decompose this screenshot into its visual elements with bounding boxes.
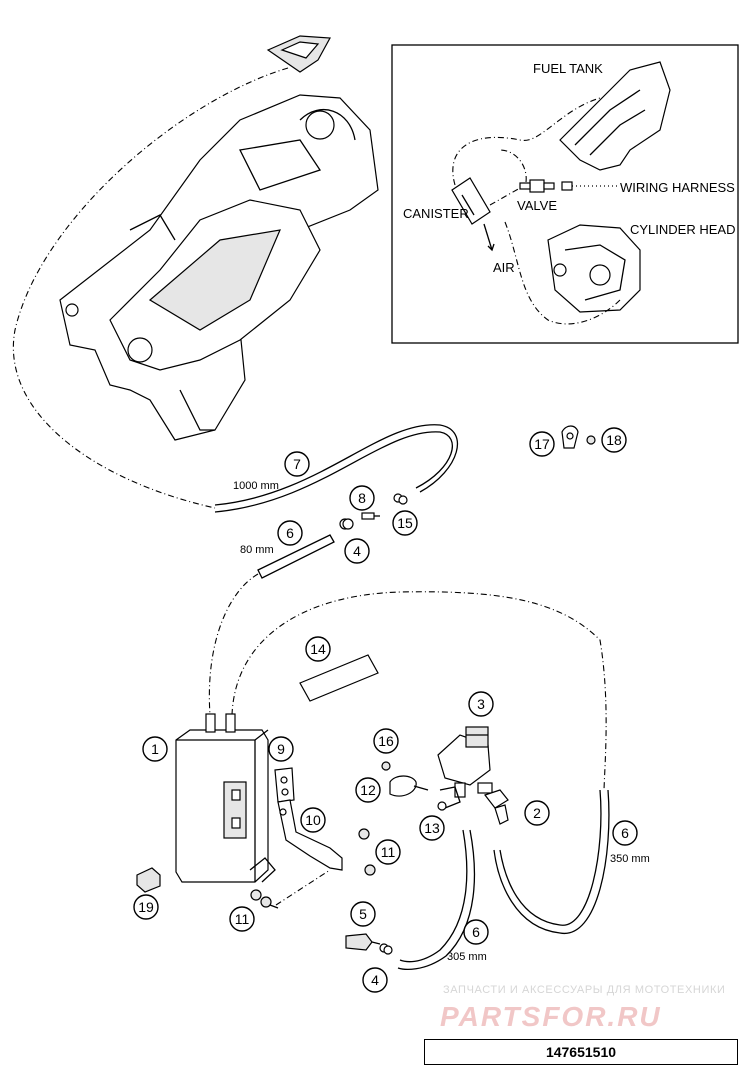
dim-305mm: 305 mm: [447, 951, 487, 963]
svg-text:4: 4: [371, 972, 379, 988]
hose-1000mm: [214, 424, 458, 506]
svg-text:14: 14: [310, 641, 326, 657]
callout-16: 16: [373, 728, 399, 754]
svg-text:4: 4: [353, 543, 361, 559]
svg-text:11: 11: [235, 911, 250, 927]
callout-12: 12: [355, 777, 381, 803]
inset-cylinder-head-icon: [547, 224, 641, 313]
svg-text:13: 13: [424, 820, 440, 836]
svg-text:18: 18: [606, 432, 622, 448]
inset-canister-icon: [451, 177, 491, 225]
svg-text:6: 6: [286, 525, 294, 541]
callout-18: 18: [601, 427, 627, 453]
svg-text:6: 6: [621, 825, 629, 841]
callout-6a: 6: [277, 520, 303, 546]
bracket-9-icon: [274, 767, 295, 803]
clip-17-icon: [561, 425, 579, 449]
svg-text:7: 7: [293, 456, 301, 472]
callout-11b: 11: [375, 839, 401, 865]
nut-18-icon: [586, 435, 596, 445]
hose-80mm: [257, 534, 335, 579]
inset-valve-icon: [519, 179, 573, 193]
callout-19: 19: [133, 894, 159, 920]
svg-text:11: 11: [381, 844, 396, 860]
clamp-12-icon: [389, 775, 429, 797]
bracket-10-icon: [277, 799, 343, 871]
callout-6b: 6: [463, 919, 489, 945]
svg-text:3: 3: [477, 696, 485, 712]
svg-text:17: 17: [534, 436, 550, 452]
callout-5: 5: [350, 901, 376, 927]
callout-6c: 6: [612, 820, 638, 846]
callout-14: 14: [305, 636, 331, 662]
screw-11-left-icon: [250, 889, 279, 909]
watermark-brand: PARTSFOR.RU: [440, 1001, 662, 1032]
svg-text:2: 2: [533, 805, 541, 821]
svg-text:15: 15: [397, 515, 413, 531]
callout-8: 8: [349, 485, 375, 511]
hose-305mm: [399, 829, 468, 963]
fitting-5-icon: [345, 933, 381, 951]
inset-fuel-tank-label: FUEL TANK: [533, 61, 603, 76]
dim-1000mm: 1000 mm: [233, 480, 279, 492]
bolt-16-icon: [381, 761, 391, 771]
sticker-14-icon: [299, 654, 379, 702]
watermark-tagline: ЗАПЧАСТИ И АКСЕССУАРЫ ДЛЯ МОТОТЕХНИКИ: [443, 984, 725, 996]
inset-wiring-harness-label: WIRING HARNESS: [620, 180, 735, 195]
svg-text:5: 5: [359, 906, 367, 922]
inset-air-label: AIR: [493, 260, 515, 275]
callout-3: 3: [468, 691, 494, 717]
callout-17: 17: [529, 431, 555, 457]
svg-text:9: 9: [277, 741, 285, 757]
dim-350mm: 350 mm: [610, 853, 650, 865]
callout-13: 13: [419, 815, 445, 841]
inset-canister-label: CANISTER: [403, 206, 469, 221]
inset-cylinder-head-label: CYLINDER HEAD: [630, 222, 735, 237]
hose-350mm: [499, 789, 602, 926]
valve-icon: [437, 726, 509, 825]
svg-text:10: 10: [305, 812, 321, 828]
fuel-tank-icon: [59, 94, 379, 441]
svg-text:19: 19: [138, 899, 154, 915]
screw-11-right-icon: [358, 828, 376, 876]
fitting-8-icon: [361, 512, 380, 520]
callout-2: 2: [524, 800, 550, 826]
callout-15: 15: [392, 510, 418, 536]
svg-text:6: 6: [472, 924, 480, 940]
callout-7: 7: [284, 451, 310, 477]
inset-valve-label: VALVE: [517, 198, 557, 213]
rubber-foot-19-icon: [136, 867, 161, 893]
canister-icon: [175, 713, 276, 883]
part-number-box: 147651510: [424, 1039, 738, 1065]
svg-text:16: 16: [378, 733, 394, 749]
clamp-15-icon: [393, 493, 408, 505]
clamp-4-top-icon: [339, 518, 354, 530]
callout-11a: 11: [229, 906, 255, 932]
dim-80mm: 80 mm: [240, 544, 274, 556]
tank-cover-icon: [266, 35, 331, 73]
inset-fuel-tank-icon: [559, 61, 671, 171]
callout-10: 10: [300, 807, 326, 833]
callout-4b: 4: [362, 967, 388, 993]
callout-4a: 4: [344, 538, 370, 564]
svg-text:1: 1: [151, 741, 159, 757]
clamp-4-bottom-icon: [379, 943, 393, 955]
svg-text:12: 12: [360, 782, 376, 798]
callout-9: 9: [268, 736, 294, 762]
svg-text:8: 8: [358, 490, 366, 506]
callout-1: 1: [142, 736, 168, 762]
